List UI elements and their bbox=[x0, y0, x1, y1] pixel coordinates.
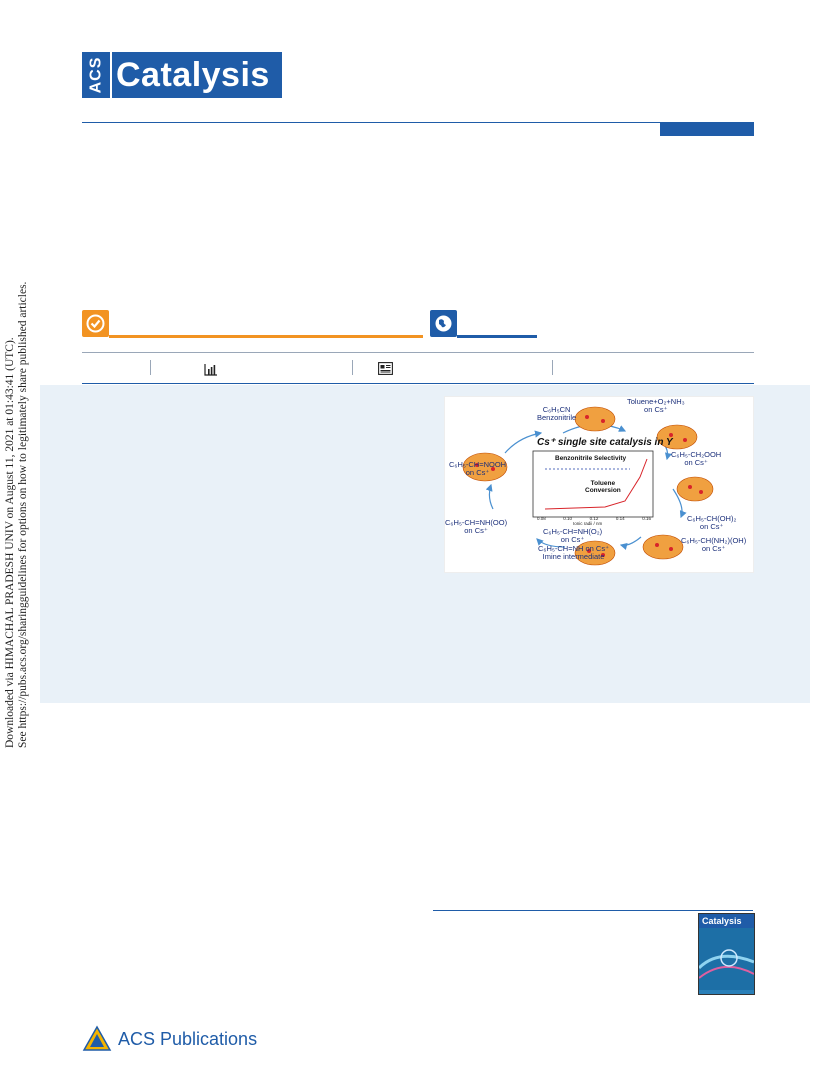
acs-triangle-logo-icon bbox=[82, 1025, 112, 1051]
journal-logo: ACS Catalysis bbox=[82, 52, 282, 98]
toc-label-hydroperoxide: C₆H₅-CH₂OOH on Cs⁺ bbox=[671, 450, 722, 468]
toc-label-imine-oo: C₆H₅-CH=NH(OO) on Cs⁺ bbox=[445, 518, 508, 536]
download-notice: Downloaded via HIMACHAL PRADESH UNIV on … bbox=[4, 282, 30, 748]
inset-series-selectivity: Benzonitrile Selectivity bbox=[555, 455, 627, 462]
toc-graphic[interactable]: Cs⁺ single site catalysis in Y C₆H₅CN Be… bbox=[444, 396, 754, 573]
metrics-bar-top-rule bbox=[82, 352, 754, 353]
toc-label-diol: C₆H₅-CH(OH)₂ on Cs⁺ bbox=[687, 514, 737, 532]
inset-x-label: Ionic radii / nm bbox=[573, 521, 603, 526]
recommended-articles-icon[interactable] bbox=[378, 362, 393, 380]
download-notice-line1: Downloaded via HIMACHAL PRADESH UNIV on … bbox=[4, 337, 16, 748]
globe-rule bbox=[457, 335, 537, 338]
publisher-name: ACS Publications bbox=[118, 1028, 258, 1049]
inset-x-tick: 0.14 bbox=[615, 516, 625, 521]
metrics-bar-bottom-rule bbox=[82, 383, 754, 384]
cover-rule bbox=[433, 910, 753, 911]
toc-title: Cs⁺ single site catalysis in Y bbox=[537, 437, 673, 448]
globe-icon[interactable] bbox=[430, 310, 457, 337]
journal-name: Catalysis bbox=[112, 52, 282, 98]
inset-x-ticks: 0.08 0.10 0.12 0.14 0.16 bbox=[537, 516, 651, 521]
open-access-rule bbox=[109, 335, 423, 338]
header-rule bbox=[82, 122, 754, 123]
cover-art bbox=[699, 928, 754, 990]
acs-publications-footer[interactable]: ACS Publications bbox=[82, 1022, 257, 1056]
header-tab bbox=[660, 122, 754, 136]
toc-label-aminol: C₆H₅-CH(NH₂)(OH) on Cs⁺ bbox=[681, 536, 747, 554]
cover-journal-name: Catalysis bbox=[699, 914, 754, 928]
metrics-separator bbox=[552, 360, 553, 375]
inset-series-conversion: Toluene Conversion bbox=[585, 480, 621, 494]
journal-cover-thumbnail[interactable]: Catalysis bbox=[698, 913, 755, 995]
inset-x-tick: 0.08 bbox=[537, 516, 546, 521]
catalytic-cycle-art bbox=[462, 406, 714, 566]
metrics-separator bbox=[352, 360, 353, 375]
acs-logo-mark: ACS bbox=[82, 52, 110, 98]
toc-label-benzonitrile: C₆H₅CN Benzonitrile bbox=[537, 405, 577, 423]
inset-x-tick: 0.10 bbox=[563, 516, 573, 521]
toc-label-imine-o2: C₆H₅-CH=NH(O₂) on Cs⁺ bbox=[543, 527, 603, 545]
inset-x-tick: 0.12 bbox=[589, 516, 599, 521]
download-notice-line2: See https://pubs.acs.org/sharingguidelin… bbox=[17, 281, 29, 748]
toc-label-imine: C₆H₅-CH=NH on Cs⁺ Imine intermediate bbox=[538, 544, 610, 562]
toc-label-oxime-peroxide: C₆H₅-CH=NOOH on Cs⁺ bbox=[449, 460, 507, 478]
metrics-bar-chart-icon[interactable] bbox=[204, 363, 218, 381]
toc-label-toluene: Toluene+O₂+NH₃ on Cs⁺ bbox=[627, 397, 685, 415]
inset-x-tick: 0.16 bbox=[642, 516, 651, 521]
metrics-separator bbox=[150, 360, 151, 375]
open-access-check-icon[interactable] bbox=[82, 310, 109, 337]
